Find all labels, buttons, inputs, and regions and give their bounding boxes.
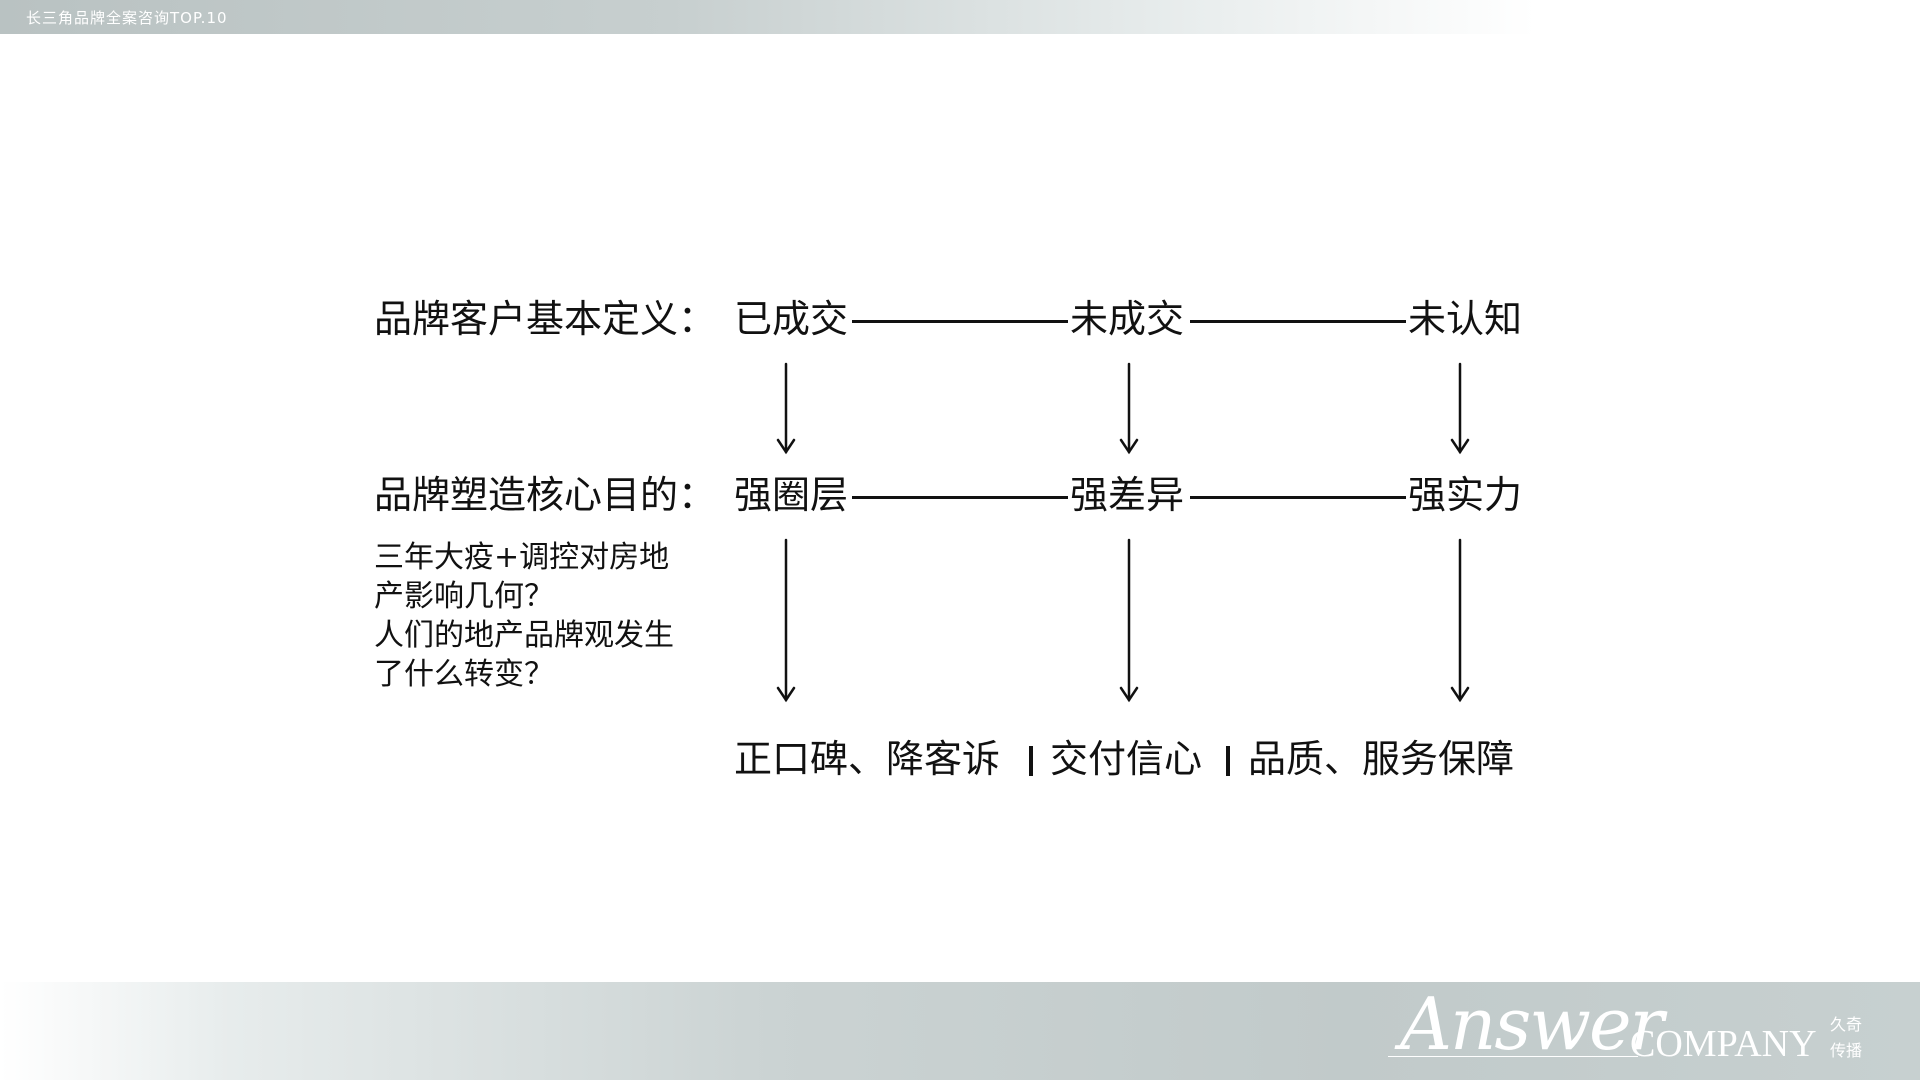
arrow-down-icon [776,538,796,703]
logo-script-text: Answer [1400,982,1664,1066]
dash-line [852,320,1068,323]
question-text: 三年大疫+调控对房地 产影响几何？ 人们的地产品牌观发生 了什么转变？ [374,540,674,692]
outcome-delivery-confidence: 交付信心 [1050,737,1203,781]
arrow-down-icon [1119,538,1139,703]
footer-bar [0,982,1920,1080]
logo-chinese-text: 久奇 传播 [1830,1012,1880,1064]
dash-line [1190,496,1406,499]
arrow-down-icon [1450,538,1470,703]
dash-line [1190,320,1406,323]
node-not-closed: 未成交 [1070,297,1185,341]
logo-cn-line-1: 久奇 [1830,1015,1863,1034]
company-logo: Answer COMPANY 久奇 传播 [1388,982,1908,1080]
logo-company-text: COMPANY [1630,1023,1817,1065]
arrow-down-icon [776,362,796,455]
header-bar: 长三角品牌全案咨询TOP.10 [0,0,1920,34]
row2-label: 品牌塑造核心目的： [374,473,717,517]
dash-line [852,496,1068,499]
logo-cn-line-2: 传播 [1830,1041,1863,1060]
arrow-down-icon [1119,362,1139,455]
node-strong-difference: 强差异 [1070,473,1185,517]
header-title: 长三角品牌全案咨询TOP.10 [26,9,228,27]
logo-underline [1388,1056,1638,1057]
outcome-quality-service: 品质、服务保障 [1248,737,1515,781]
node-strong-circle: 强圈层 [734,473,849,517]
outcome-reputation: 正口碑、降客诉 [734,737,1001,781]
separator-bar [1226,746,1230,776]
node-unaware: 未认知 [1408,297,1523,341]
node-closed-deal: 已成交 [734,297,849,341]
node-strong-strength: 强实力 [1408,473,1523,517]
separator-bar [1029,746,1033,776]
row1-label: 品牌客户基本定义： [374,297,717,341]
arrow-down-icon [1450,362,1470,455]
